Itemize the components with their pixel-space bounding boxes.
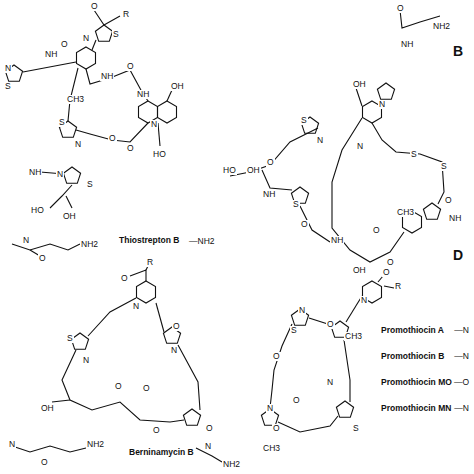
atom-label: S [352,424,360,433]
atom-label: O [114,382,123,391]
atom-label: O [272,352,281,361]
atom-label: N [356,142,364,151]
atom-label: S [300,116,308,125]
atom-label: NH2 [80,240,99,249]
atom-label: N [74,140,82,149]
atom-label: O [60,40,69,49]
atom-label: R [122,10,130,19]
atom-label: R [394,282,402,291]
atom-label: N [22,236,30,245]
atom-label: CH3 [262,444,281,453]
atom-label: N [360,296,368,305]
atom-label: OH [352,266,367,275]
atom-label: NH [100,72,114,81]
atom-label: N [170,346,178,355]
atom-label: S [292,200,300,209]
compound-name: Promothiocin A [380,326,445,335]
atom-label: N [378,100,386,109]
atom-label: NH [44,50,58,59]
atom-label: HO [30,206,45,215]
substituent-label: —O [453,378,470,387]
atom-label: CH3 [344,332,363,341]
atom-label: O [152,426,161,435]
atom-label: S [290,326,298,335]
atom-label: N [316,136,324,145]
atom-label: O [396,4,405,13]
structure-d [261,270,394,432]
atom-label: HO [222,166,237,175]
atom-label: S [86,180,94,189]
atom-label: S [58,118,66,127]
atom-label: CH3 [66,95,85,104]
atom-label: NH2 [86,440,105,449]
atom-label: OH [352,80,367,89]
compound-name: Promothiocin B [380,352,445,361]
atom-label: N [132,302,140,311]
atom-label: O [90,2,99,11]
structure-b [230,10,444,262]
panel-letter: D [452,248,464,262]
atom-label: O [382,268,391,277]
atom-label: O [40,458,49,467]
substituent-label: —N [453,326,470,335]
substituent-label: —NH2 [188,237,216,246]
atom-label: O [38,254,47,263]
atom-label: O [126,62,135,71]
atom-label: O [292,396,301,405]
compound-name: Thiostrepton B [118,236,180,245]
atom-label: O [444,196,453,205]
atom-label: NH [448,214,462,223]
structure-a [5,10,176,256]
atom-label: O [126,144,135,153]
atom-label: O [172,322,181,331]
atom-label: NH [330,236,344,245]
atom-label: N [82,356,90,365]
atom-label: NH2 [432,22,451,31]
atom-label: O [205,424,214,433]
atom-label: OH [40,404,55,413]
atom-label: O [108,134,117,143]
atom-label: HO [152,150,167,159]
atom-label: N [326,378,334,387]
compound-name: Promothiocin MO [380,378,453,387]
atom-label: N [8,440,16,449]
atom-label: N [4,64,12,73]
atom-label: CH3 [396,208,415,217]
atom-label: NH [262,190,276,199]
panel-letter: B [452,44,464,58]
substituent-label: —N [453,352,470,361]
atom-label: O [372,226,381,235]
atom-label: NH [136,90,150,99]
atom-label: O [266,158,275,167]
atom-label: OH [246,166,261,175]
atom-label: N [150,120,158,129]
atom-label: S [112,30,120,39]
atom-label: S [440,162,448,171]
atom-label: N [82,34,90,43]
atom-label: N [298,306,306,315]
atom-label: S [66,334,74,343]
atom-label: O [300,220,309,229]
atom-label: O [120,274,129,283]
atom-label: OH [170,82,185,91]
atom-label: R [146,258,154,267]
atom-label: O [142,384,151,393]
substituent-label: —N [453,404,470,413]
atom-label: NH2 [222,460,241,469]
atom-label: OH [62,212,77,221]
atom-label: O [386,258,395,267]
atom-label: S [410,150,418,159]
atom-label: O [272,424,281,433]
atom-label: S [4,82,12,91]
atom-label: N [204,442,212,451]
atom-label: O [326,320,335,329]
atom-label: NH [28,168,42,177]
atom-label: N [56,170,64,179]
atom-label: N [266,404,274,413]
atom-label: NH [400,40,414,49]
compound-name: Berninamycin B [128,448,195,457]
compound-name: Promothiocin MN [380,404,452,413]
structure-c [12,266,222,462]
